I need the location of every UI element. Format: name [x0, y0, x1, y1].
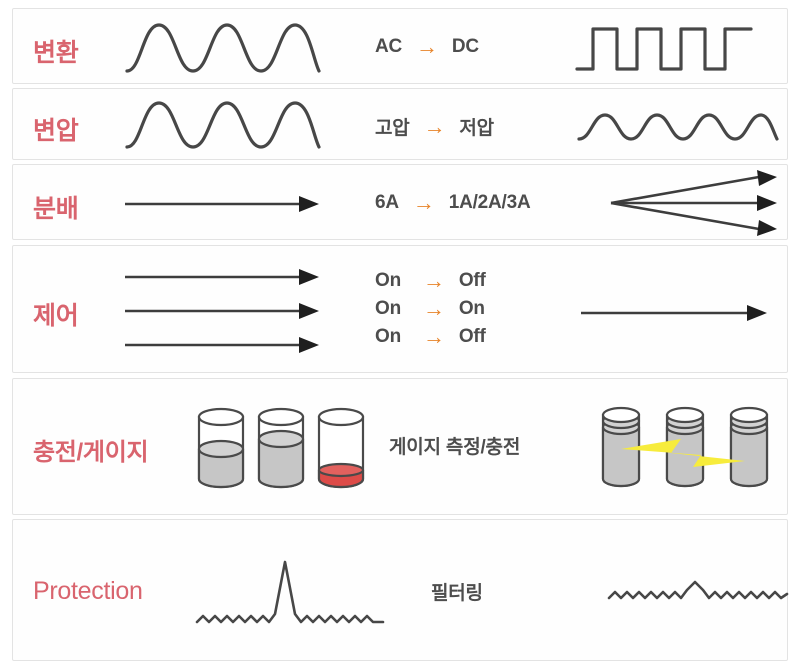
low-amplitude-sine-wave-icon [575, 107, 779, 147]
row-label-conversion: 변환 [33, 39, 79, 67]
row-label-distribution: 분배 [33, 195, 79, 223]
cylinder-right-2 [665, 406, 705, 488]
battery-cylinders-icon [191, 407, 373, 493]
row-conversion: 변환 AC → DC [12, 8, 788, 84]
charging-cylinders-icon [597, 403, 779, 495]
row-label-protection: Protection [33, 577, 143, 605]
control-to-1: Off [458, 270, 486, 291]
distribution-from: 6A [375, 192, 399, 213]
control-to-2: On [458, 298, 485, 319]
row-label-control: 제어 [33, 302, 79, 330]
control-from-2: On [375, 298, 401, 319]
conversion-transition: AC → DC [375, 36, 479, 58]
cylinder-right-1 [601, 406, 641, 488]
transform-from: 고압 [375, 118, 410, 139]
row-transform: 변압 고압 → 저압 [12, 88, 788, 160]
transform-to: 저압 [459, 118, 494, 139]
control-from-1: On [375, 270, 401, 291]
conversion-to: DC [451, 36, 479, 57]
cylinder-right-3 [729, 406, 769, 488]
arrow-right-icon: → [423, 113, 446, 139]
filtered-ripple-waveform-icon [605, 576, 791, 608]
transform-transition: 고압 → 저압 [375, 113, 494, 140]
control-transition-row: On → Off [375, 270, 486, 292]
triple-arrow-icon [123, 268, 323, 354]
arrow-right-icon: → [423, 324, 445, 349]
noise-spike-waveform-icon [193, 548, 393, 634]
control-from-3: On [375, 326, 401, 347]
conversion-from: AC [375, 36, 403, 57]
single-arrow-icon [123, 193, 323, 215]
cylinder-3 [317, 407, 365, 489]
control-transition-row: On → Off [375, 326, 486, 348]
control-to-3: Off [458, 326, 486, 347]
single-arrow-icon [579, 302, 771, 324]
row-charge-gauge: 충전/게이지 [12, 378, 788, 515]
row-protection: Protection 필터링 [12, 519, 791, 661]
sine-wave-icon [123, 19, 323, 77]
arrow-right-icon: → [423, 268, 445, 293]
charge-gauge-description: 게이지 측정/충전 [389, 437, 521, 458]
square-wave-icon [573, 21, 755, 77]
lightning-bolt-icon [621, 439, 745, 467]
arrow-right-icon: → [416, 34, 438, 59]
row-label-charge-gauge: 충전/게이지 [33, 439, 149, 466]
arrow-right-icon: → [412, 190, 435, 215]
control-transition-list: On → Off On → On On → Off [375, 267, 486, 351]
protection-description: 필터링 [431, 583, 483, 604]
fan-out-arrows-icon [607, 169, 783, 237]
cylinder-1 [197, 407, 245, 489]
row-control: 제어 On → Off On → On On [12, 245, 788, 373]
row-distribution: 분배 6A → 1A/2A/3A [12, 164, 788, 240]
sine-wave-icon [123, 97, 323, 153]
row-label-transform: 변압 [33, 117, 79, 145]
distribution-transition: 6A → 1A/2A/3A [375, 192, 531, 214]
control-transition-row: On → On [375, 298, 486, 320]
cylinder-2 [257, 407, 305, 489]
distribution-to: 1A/2A/3A [448, 192, 531, 213]
arrow-right-icon: → [423, 296, 445, 321]
